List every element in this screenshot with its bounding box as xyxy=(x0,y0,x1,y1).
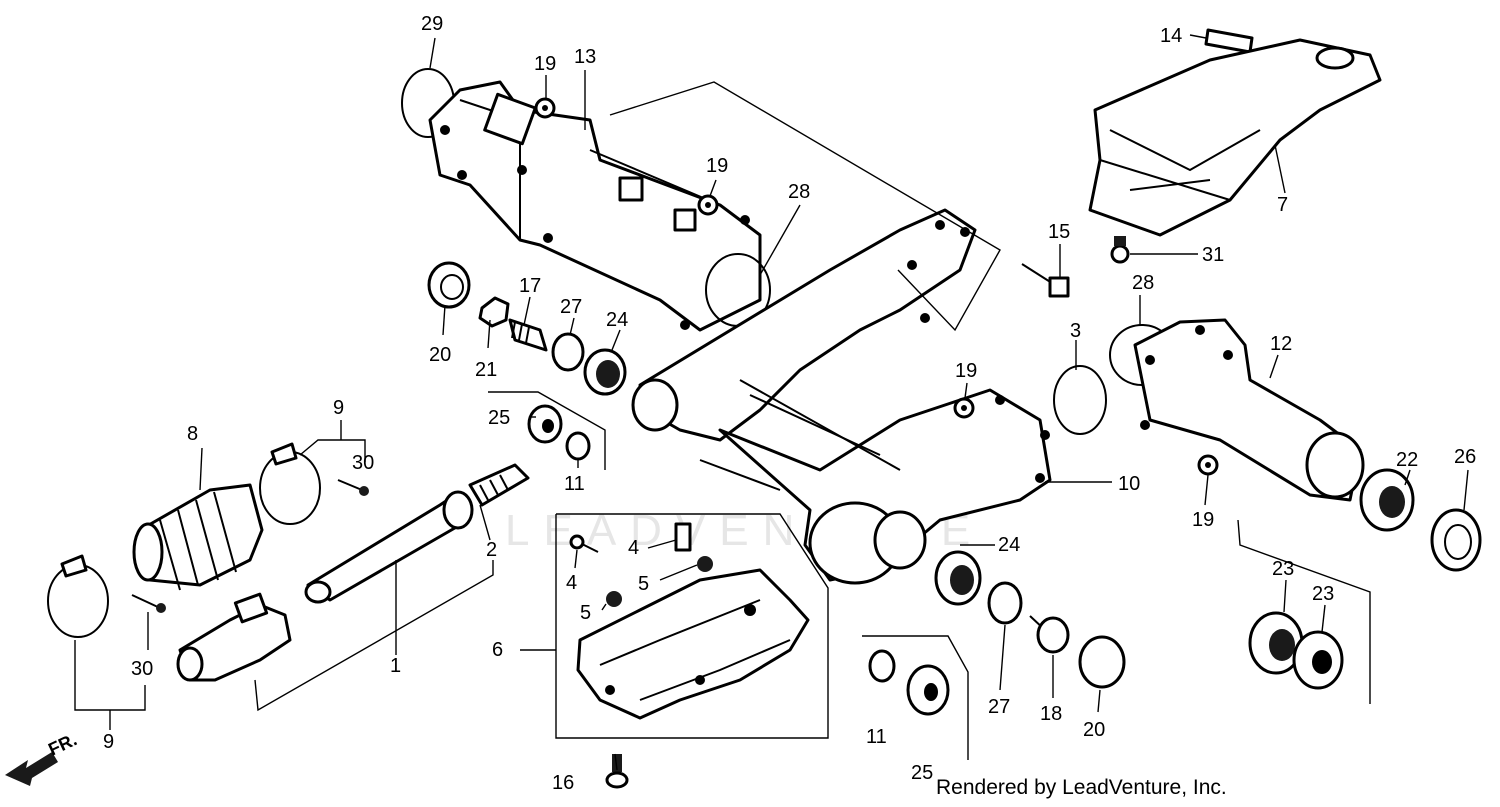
part-bearing-24-top xyxy=(583,348,627,396)
callout-9: 9 xyxy=(103,731,114,753)
callout-23: 23 xyxy=(1312,583,1334,605)
callout-28: 28 xyxy=(1132,272,1154,294)
part-axle-housing-left-13 xyxy=(428,80,762,332)
part-spline-2 xyxy=(468,463,530,507)
callout-6: 6 xyxy=(492,639,503,661)
callout-28: 28 xyxy=(788,181,810,203)
callout-24: 24 xyxy=(606,309,628,331)
part-boot-8 xyxy=(132,483,264,591)
callout-10: 10 xyxy=(1118,473,1140,495)
callout-27: 27 xyxy=(560,296,582,318)
part-label-14 xyxy=(1204,28,1254,54)
callout-17: 17 xyxy=(519,275,541,297)
callout-27: 27 xyxy=(988,696,1010,718)
part-bolt-31 xyxy=(1110,236,1130,264)
callout-9: 9 xyxy=(333,397,344,419)
part-cap-20-bottom xyxy=(1078,635,1126,689)
render-credit: Rendered by LeadVenture, Inc. xyxy=(936,776,1227,799)
part-universal-joint xyxy=(176,592,292,682)
callout-11: 11 xyxy=(564,473,585,495)
bracket-lines xyxy=(74,81,1371,760)
callout-7: 7 xyxy=(1277,194,1288,216)
callout-20: 20 xyxy=(1083,719,1105,741)
callout-18: 18 xyxy=(1040,703,1062,725)
part-bearing-25-bottom xyxy=(906,664,950,716)
callout-16: 16 xyxy=(552,772,574,794)
callout-5: 5 xyxy=(638,573,649,595)
part-bolt-4-left xyxy=(569,534,599,553)
callout-3: 3 xyxy=(1070,320,1081,342)
part-clamp-9-top xyxy=(259,442,321,525)
part-nut-19-top xyxy=(534,97,556,119)
part-nut-21 xyxy=(478,296,510,328)
part-bearing-23-left xyxy=(1248,611,1304,675)
part-bolt-16 xyxy=(605,754,629,789)
part-nut-19-mid xyxy=(697,194,719,216)
callout-1: 1 xyxy=(390,655,401,677)
part-nut-19-swingarm xyxy=(953,397,975,419)
callout-19: 19 xyxy=(706,155,728,177)
callout-19: 19 xyxy=(955,360,977,382)
callout-labels: 29 19 13 19 28 14 7 31 15 20 21 17 27 24… xyxy=(103,13,1476,794)
part-bearing-23-right xyxy=(1292,630,1344,690)
part-drive-shaft-1 xyxy=(304,490,474,604)
callout-26: 26 xyxy=(1454,446,1476,468)
part-upper-arm-7 xyxy=(1088,38,1382,237)
callout-19: 19 xyxy=(534,53,556,75)
callout-22: 22 xyxy=(1396,449,1418,471)
part-screw-30-bottom xyxy=(131,594,166,613)
leader-lines xyxy=(199,34,1469,771)
part-seal-27-top xyxy=(551,332,585,372)
part-collar-11-top xyxy=(565,431,591,461)
callout-14: 14 xyxy=(1160,25,1182,47)
callout-21: 21 xyxy=(475,359,497,381)
part-swingarm-10 xyxy=(631,208,1052,585)
part-bearing-22 xyxy=(1359,468,1415,532)
part-nut-5-left xyxy=(606,591,622,607)
part-bolt-4-right xyxy=(674,522,692,552)
callout-30: 30 xyxy=(352,452,374,474)
part-clamp-9-bottom xyxy=(47,554,109,638)
callout-20: 20 xyxy=(429,344,451,366)
part-seal-26 xyxy=(1430,508,1482,572)
callout-8: 8 xyxy=(187,423,198,445)
callout-4: 4 xyxy=(628,537,639,559)
callout-31: 31 xyxy=(1202,244,1224,266)
part-axle-housing-right-12 xyxy=(1133,318,1365,502)
callout-5: 5 xyxy=(580,602,591,624)
part-o-ring-3 xyxy=(1053,365,1107,435)
part-screw-30-top xyxy=(337,479,369,496)
callout-15: 15 xyxy=(1048,221,1070,243)
callout-11: 11 xyxy=(866,726,887,748)
callout-2: 2 xyxy=(486,539,497,561)
callout-13: 13 xyxy=(574,46,596,68)
callout-29: 29 xyxy=(421,13,443,35)
part-bolt-18 xyxy=(1029,615,1070,654)
part-bearing-24-bottom xyxy=(934,550,982,606)
part-nut-19-right xyxy=(1197,454,1219,476)
part-nut-5-right xyxy=(697,556,713,572)
part-cap-20-top xyxy=(427,261,471,309)
part-collar-11-bottom xyxy=(868,649,896,683)
callout-19: 19 xyxy=(1192,509,1214,531)
callout-30: 30 xyxy=(131,658,153,680)
part-seal-27-bottom xyxy=(987,581,1023,625)
part-bolt-15 xyxy=(1021,263,1070,298)
callout-24: 24 xyxy=(998,534,1020,556)
part-cover-6 xyxy=(576,568,810,720)
callout-12: 12 xyxy=(1270,333,1292,355)
callout-25: 25 xyxy=(911,762,933,784)
callout-25: 25 xyxy=(488,407,510,429)
callout-4: 4 xyxy=(566,572,577,594)
front-direction-arrow: FR. xyxy=(5,729,80,786)
callout-23: 23 xyxy=(1272,558,1294,580)
part-shaft-17 xyxy=(508,318,548,352)
part-bearing-25-top xyxy=(527,404,563,444)
